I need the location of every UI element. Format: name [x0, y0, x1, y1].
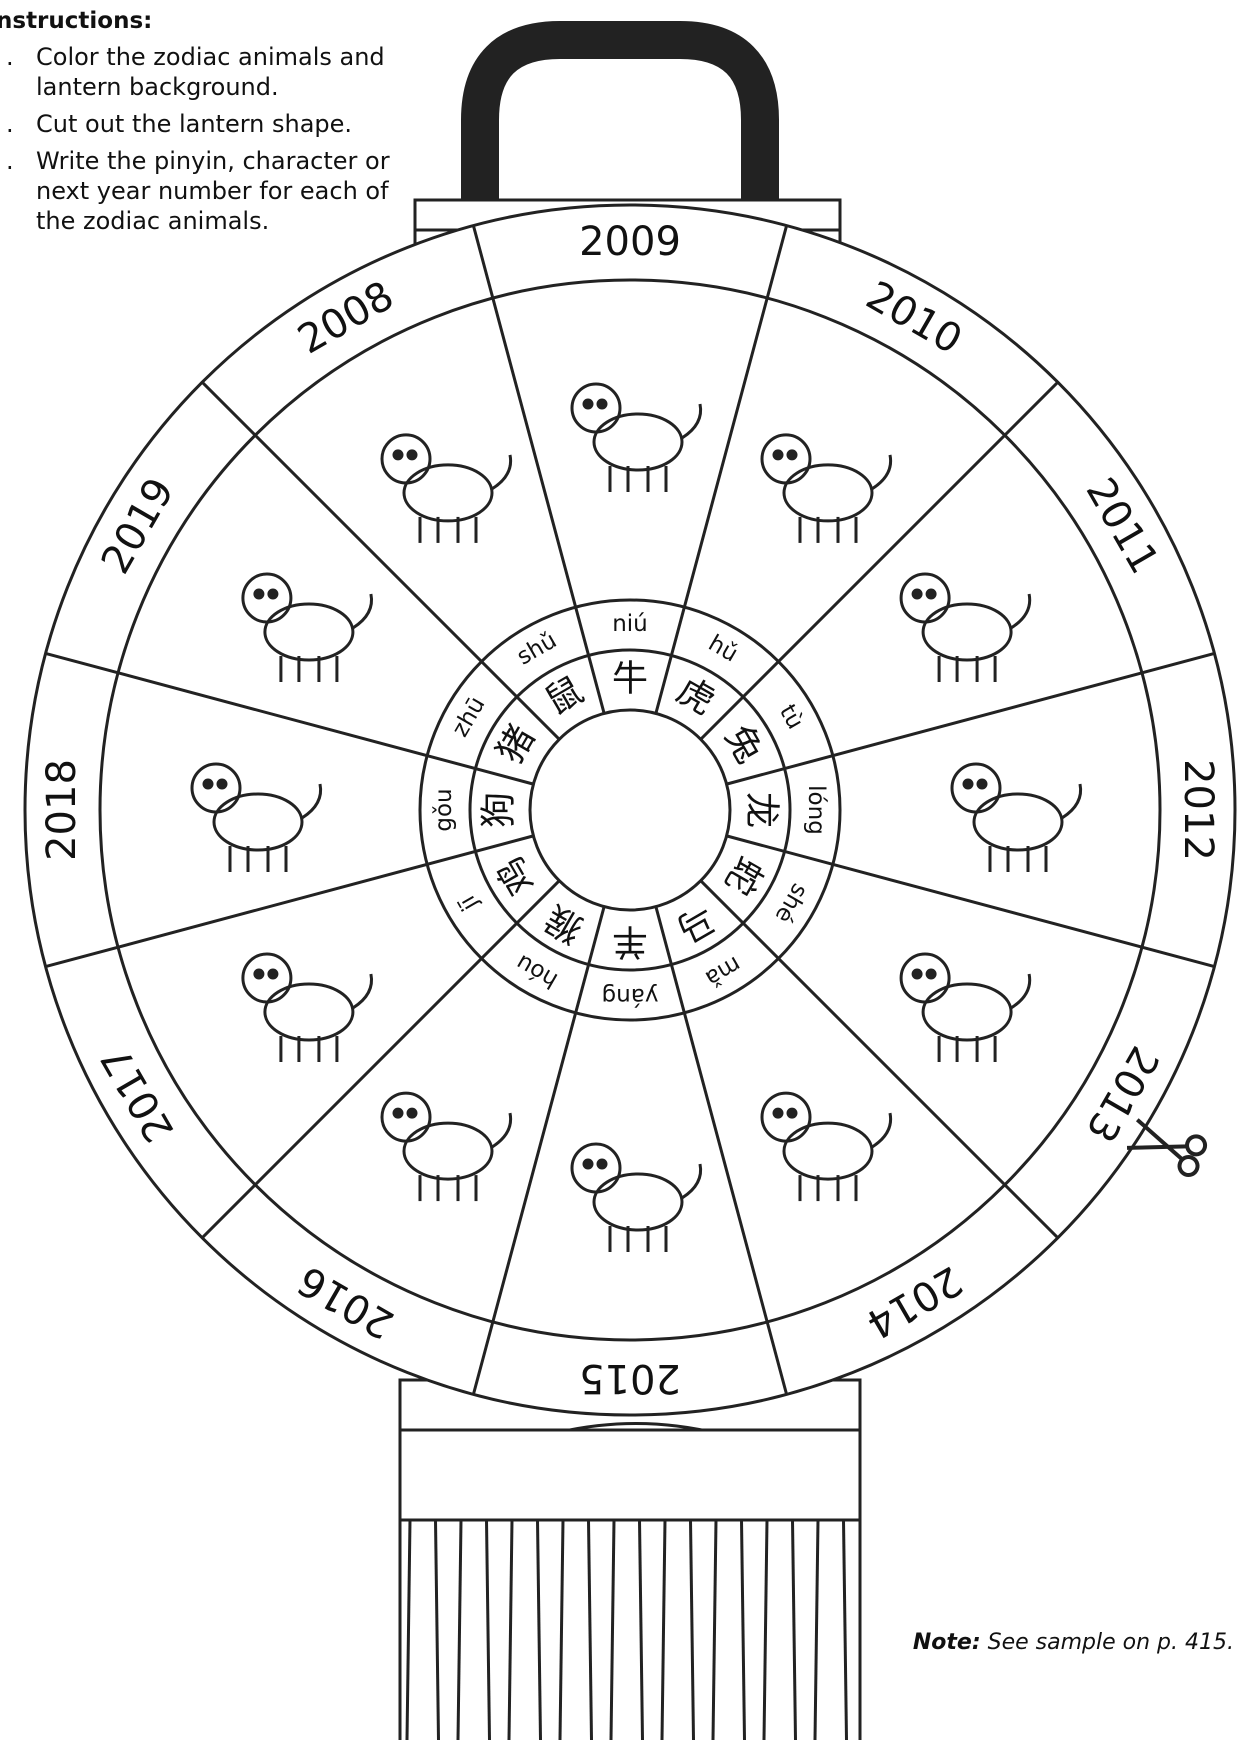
tiger-eye	[774, 451, 782, 459]
note-body: See sample on p. 415.	[988, 1630, 1234, 1655]
rooster-eye	[269, 970, 277, 978]
pinyin-label: niú	[612, 611, 648, 637]
hanzi-label: 牛	[612, 659, 648, 700]
pinyin-label: lóng	[803, 785, 829, 835]
dog-eye	[218, 780, 226, 788]
note-text: Note: See sample on p. 415.	[913, 1630, 1234, 1655]
tassel-strand	[742, 1520, 745, 1740]
tassel-strand	[407, 1520, 410, 1740]
dragon-eye	[964, 780, 972, 788]
pig-eye	[269, 590, 277, 598]
year-label: 2015	[579, 1355, 681, 1401]
tiger-eye	[788, 451, 796, 459]
rooster-eye	[255, 970, 263, 978]
horse-eye	[788, 1109, 796, 1117]
tassel-strand	[640, 1520, 643, 1740]
tassel-strand	[713, 1520, 716, 1740]
rat-eye	[408, 451, 416, 459]
goat-eye	[598, 1160, 606, 1168]
tassel-strand	[487, 1520, 490, 1740]
year-label: 2009	[579, 219, 681, 265]
dragon-eye	[978, 780, 986, 788]
rat-eye	[394, 451, 402, 459]
tassel-strand	[662, 1520, 665, 1740]
pig-eye	[255, 590, 263, 598]
pinyin-label: gǒu	[431, 788, 457, 831]
tassel-strand	[611, 1520, 614, 1740]
year-label: 2012	[1175, 759, 1221, 861]
tassel-strand	[815, 1520, 818, 1740]
tassel-strand	[458, 1520, 461, 1740]
tassel-strand	[844, 1520, 847, 1740]
tassel-strand	[509, 1520, 512, 1740]
snake-eye	[927, 970, 935, 978]
tassel-strand	[436, 1520, 439, 1740]
horse-eye	[774, 1109, 782, 1117]
snake-eye	[913, 970, 921, 978]
tassel-strand	[764, 1520, 767, 1740]
tassel-edge	[400, 1520, 860, 1740]
hanzi-label: 狗	[479, 792, 520, 828]
year-label: 2018	[39, 759, 85, 861]
note-label: Note:	[913, 1630, 981, 1655]
monkey-eye	[394, 1109, 402, 1117]
tassel-strand	[691, 1520, 694, 1740]
goat-eye	[584, 1160, 592, 1168]
ox-eye	[584, 400, 592, 408]
ox-eye	[598, 400, 606, 408]
tassel-strand	[793, 1520, 796, 1740]
pinyin-label: yáng	[602, 983, 659, 1009]
tassel-strand	[538, 1520, 541, 1740]
monkey-eye	[408, 1109, 416, 1117]
rabbit-eye	[927, 590, 935, 598]
lantern-handle	[480, 40, 760, 205]
lantern-bottom-tassel	[400, 1380, 860, 1740]
zodiac-wheel: 2009201020112012201320142015201620172018…	[25, 205, 1235, 1415]
hanzi-label: 羊	[612, 921, 648, 962]
hanzi-label: 龙	[741, 792, 782, 828]
rabbit-eye	[913, 590, 921, 598]
tassel-strand	[589, 1520, 592, 1740]
dog-eye	[204, 780, 212, 788]
tassel-strand	[560, 1520, 563, 1740]
